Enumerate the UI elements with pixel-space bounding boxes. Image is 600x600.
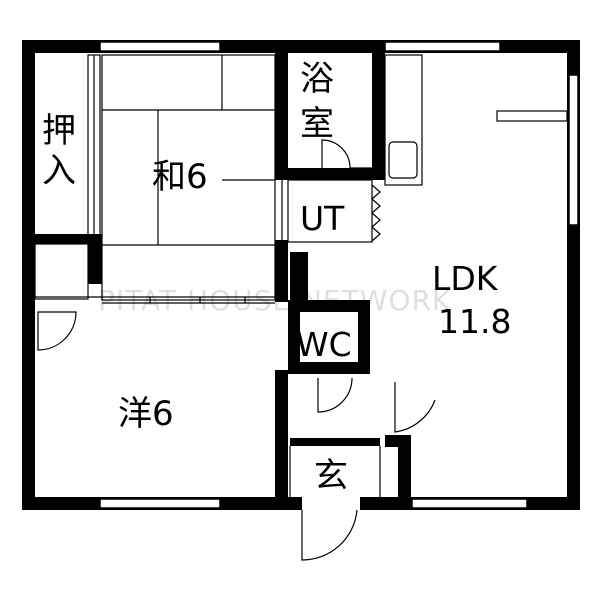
label-yokushitsu-1: 浴 [300,59,334,99]
label-oshiire-2: 入 [42,151,76,191]
label-genkan: 玄 [314,456,348,496]
door-swings [37,139,436,561]
label-washitsu: 和6 [152,157,208,197]
label-yokushitsu-2: 室 [300,104,334,144]
label-oshiire-1: 押 [42,111,76,151]
label-ldk-2: 11.8 [438,302,511,341]
label-ut: UT [300,199,345,238]
fixtures [34,54,568,497]
label-yoshitsu: 洋6 [118,394,174,434]
room-labels: 押 入 和6 浴 室 UT LDK 11.8 WC 洋6 玄 [42,59,511,496]
windows [99,41,579,509]
label-ldk-1: LDK [432,259,499,298]
watermark: PITAT HOUSE NETWORK [98,284,451,317]
interior-walls [22,40,411,510]
label-wc: WC [296,325,352,364]
